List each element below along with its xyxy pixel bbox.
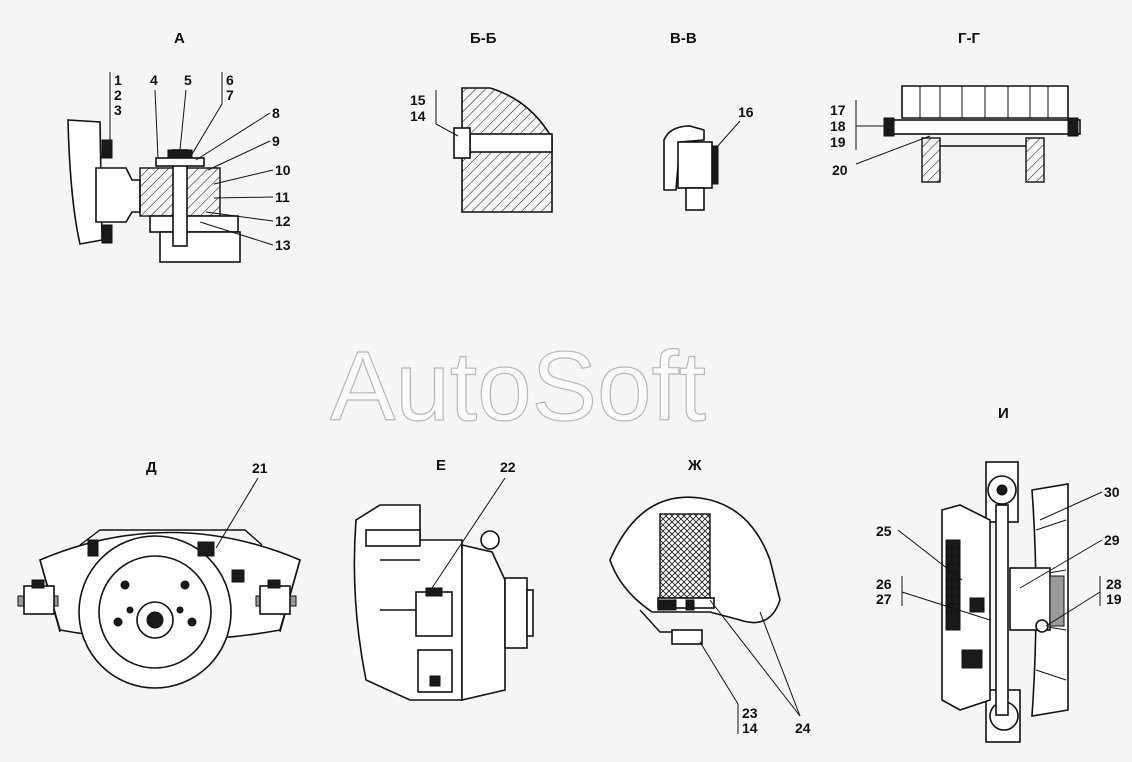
view-a-bracket bbox=[95, 167, 141, 223]
view-vv: В-В 16 bbox=[663, 30, 754, 211]
view-a-frame bbox=[67, 119, 103, 245]
view-gg-nut-right bbox=[1067, 117, 1079, 137]
view-a-bolt-bottom bbox=[101, 224, 113, 244]
view-gg-title: Г-Г bbox=[958, 30, 980, 47]
label-15: 15 bbox=[410, 92, 426, 108]
view-vv-clip bbox=[663, 125, 705, 191]
label-19b: 19 bbox=[1106, 591, 1122, 607]
view-gg-rod bbox=[889, 119, 1081, 135]
view-i-belt bbox=[995, 504, 1009, 716]
label-29: 29 bbox=[1104, 532, 1120, 548]
view-i-core bbox=[945, 539, 961, 631]
view-bb-bolt-head bbox=[453, 127, 471, 159]
label-9: 9 bbox=[272, 133, 280, 149]
view-bb-title: Б-Б bbox=[470, 30, 497, 47]
label-17: 17 bbox=[830, 102, 846, 118]
view-e: Е 22 bbox=[353, 457, 534, 702]
view-d-mount-right bbox=[255, 579, 297, 615]
label-2: 2 bbox=[114, 87, 122, 103]
view-vv-cap bbox=[711, 145, 719, 185]
label-8: 8 bbox=[272, 105, 280, 121]
label-20: 20 bbox=[832, 162, 848, 178]
label-4: 4 bbox=[150, 72, 158, 88]
label-21: 21 bbox=[252, 460, 268, 476]
label-23: 23 bbox=[742, 705, 758, 721]
label-24: 24 bbox=[795, 720, 811, 736]
label-11: 11 bbox=[275, 189, 290, 205]
view-gg-leg-left bbox=[921, 137, 941, 183]
view-a-support bbox=[159, 231, 241, 263]
view-i-title: И bbox=[998, 405, 1009, 422]
label-25: 25 bbox=[876, 523, 892, 539]
label-26: 26 bbox=[876, 576, 892, 592]
view-bb-bolt-shank bbox=[469, 133, 553, 153]
view-zh-title: Ж bbox=[687, 457, 702, 474]
view-a-washer bbox=[155, 157, 205, 167]
label-14b: 14 bbox=[742, 720, 758, 736]
label-28: 28 bbox=[1106, 576, 1122, 592]
view-vv-title: В-В bbox=[670, 30, 697, 47]
view-a-title: А bbox=[174, 30, 185, 47]
watermark-text: AutoSoft bbox=[330, 331, 706, 441]
view-e-flange bbox=[504, 577, 528, 649]
view-e-title: Е bbox=[436, 457, 446, 474]
label-14: 14 bbox=[410, 108, 426, 124]
view-d-title: Д bbox=[146, 459, 157, 476]
label-1: 1 bbox=[114, 72, 122, 88]
view-gg: Г-Г 17 18 19 20 bbox=[830, 30, 1081, 183]
view-bb: Б-Б 15 14 bbox=[410, 30, 553, 213]
view-e-gearbox bbox=[461, 543, 506, 702]
view-a-bolt-top bbox=[101, 139, 113, 159]
label-30: 30 bbox=[1104, 484, 1120, 500]
label-7: 7 bbox=[226, 87, 234, 103]
label-13: 13 bbox=[275, 237, 291, 253]
view-i: И 30 25 29 26 27 28 19 bbox=[876, 405, 1122, 743]
view-vv-bushing bbox=[677, 141, 713, 189]
view-gg-leg-right bbox=[1025, 137, 1045, 183]
view-i-fan-coupling bbox=[1049, 575, 1065, 627]
view-e-panel bbox=[365, 529, 421, 547]
view-zh-bolt bbox=[671, 629, 703, 645]
label-12: 12 bbox=[275, 213, 291, 229]
view-vv-stem bbox=[685, 187, 705, 211]
view-gg-nut-left bbox=[883, 117, 895, 137]
view-d: Д 21 bbox=[17, 459, 301, 689]
view-e-mount bbox=[415, 591, 453, 637]
label-19: 19 bbox=[830, 134, 846, 150]
view-zh-rubber bbox=[659, 513, 711, 599]
view-d-mount-left bbox=[17, 579, 59, 615]
label-18: 18 bbox=[830, 118, 846, 134]
label-6: 6 bbox=[226, 72, 234, 88]
view-e-lifting-eye bbox=[480, 530, 500, 550]
label-3: 3 bbox=[114, 102, 122, 118]
view-zh-nut bbox=[657, 599, 677, 611]
view-a-nut bbox=[167, 149, 193, 159]
view-a: А 1 2 3 4 5 6 7 8 9 10 11 12 13 bbox=[67, 30, 291, 263]
label-16: 16 bbox=[738, 104, 754, 120]
label-5: 5 bbox=[184, 72, 192, 88]
label-10: 10 bbox=[275, 162, 291, 178]
label-27: 27 bbox=[876, 591, 892, 607]
view-zh: Ж 23 14 24 bbox=[609, 457, 811, 736]
label-22: 22 bbox=[500, 459, 516, 475]
